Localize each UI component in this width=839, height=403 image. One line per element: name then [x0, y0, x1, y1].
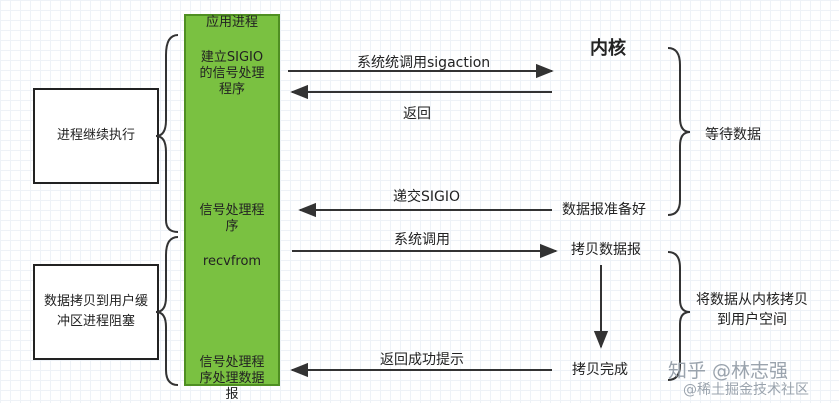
state-continue-executing-label: 进程继续执行 [56, 128, 135, 143]
left-brace-bottom [155, 236, 179, 386]
handler-process-data-label: 信号处理程序处理数据报 [199, 355, 265, 402]
data-ready-label: 数据报准备好 [562, 202, 646, 218]
zhihu-watermark: 知乎 @林志强 [668, 360, 789, 382]
kernel-title: 内核 [590, 38, 626, 59]
right-brace-wait [667, 47, 691, 216]
wait-data-label: 等待数据 [705, 127, 761, 143]
copy-datagram-label: 拷贝数据报 [571, 242, 641, 258]
return-label: 返回 [403, 106, 431, 122]
state-blocked: 数据拷贝到用户缓冲区进程阻塞 [33, 264, 159, 360]
copy-complete-label: 拷贝完成 [572, 362, 628, 378]
state-continue-executing: 进程继续执行 [33, 88, 159, 184]
deliver-sigio-label: 递交SIGIO [393, 189, 461, 205]
recvfrom-label: recvfrom [202, 254, 262, 269]
return-success-label: 返回成功提示 [380, 352, 464, 368]
signal-handler-label: 信号处理程序 [199, 203, 265, 234]
state-blocked-label: 数据拷贝到用户缓冲区进程阻塞 [43, 294, 148, 329]
syscall-sigaction-label: 系统统调用sigaction [357, 55, 491, 71]
juejin-watermark: @稀土掘金技术社区 [683, 382, 809, 398]
app-bar-title: 应用进程 [205, 15, 258, 30]
copy-to-user-label: 将数据从内核拷贝到用户空间 [696, 292, 808, 328]
syscall-label: 系统调用 [394, 232, 450, 248]
left-brace-top [155, 34, 179, 233]
application-process-bar [184, 14, 280, 386]
setup-handler-label: 建立SIGIO的信号处理程序 [199, 50, 265, 97]
right-brace-copy [667, 251, 691, 381]
